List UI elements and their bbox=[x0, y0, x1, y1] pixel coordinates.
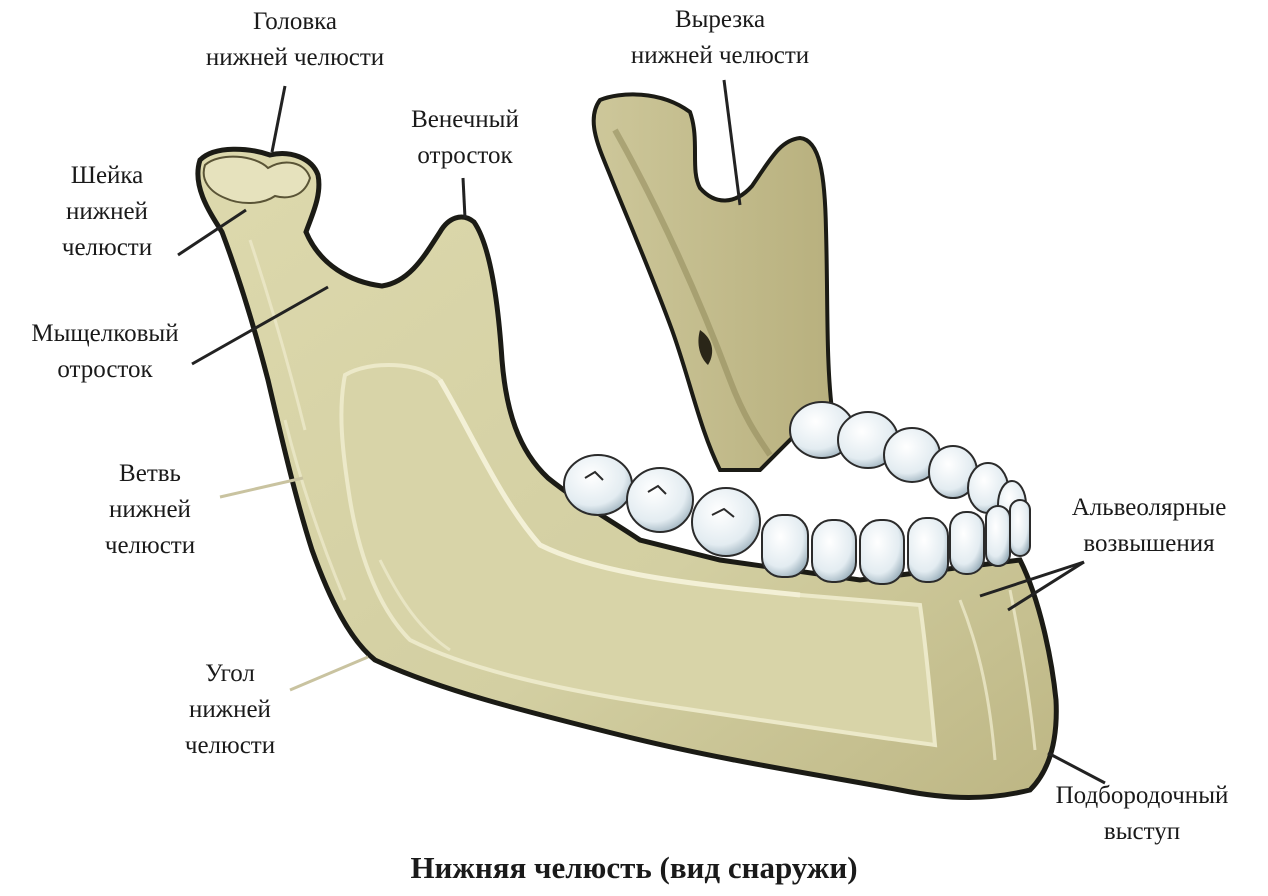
label-alveolar: Альвеолярные возвышения bbox=[1040, 490, 1258, 562]
label-neck-line2: нижней bbox=[42, 194, 172, 230]
leader-angle bbox=[290, 657, 368, 690]
label-head-line2: нижней челюсти bbox=[175, 40, 415, 76]
label-alveolar-line1: Альвеолярные bbox=[1040, 490, 1258, 526]
label-notch-line2: нижней челюсти bbox=[595, 38, 845, 74]
label-ramus: Ветвь нижней челюсти bbox=[80, 456, 220, 564]
diagram-caption: Нижняя челюсть (вид снаружи) bbox=[0, 848, 1268, 888]
label-coronoid: Венечный отросток bbox=[385, 102, 545, 174]
label-head-line1: Головка bbox=[175, 4, 415, 40]
label-neck: Шейка нижней челюсти bbox=[42, 158, 172, 266]
label-alveolar-line2: возвышения bbox=[1040, 526, 1258, 562]
leader-head bbox=[272, 86, 285, 152]
label-condylar-line2: отросток bbox=[10, 352, 200, 388]
leader-ramus bbox=[220, 478, 303, 497]
label-mental: Подбородочный выступ bbox=[1022, 778, 1262, 850]
label-neck-line1: Шейка bbox=[42, 158, 172, 194]
label-ramus-line2: нижней bbox=[80, 492, 220, 528]
label-neck-line3: челюсти bbox=[42, 230, 172, 266]
leader-coronoid bbox=[463, 178, 465, 218]
condyle-head bbox=[204, 157, 310, 203]
label-angle-line3: челюсти bbox=[160, 728, 300, 764]
label-ramus-line3: челюсти bbox=[80, 528, 220, 564]
label-coronoid-line2: отросток bbox=[385, 138, 545, 174]
label-angle-line2: нижней bbox=[160, 692, 300, 728]
label-notch-line1: Вырезка bbox=[595, 2, 845, 38]
label-angle: Угол нижней челюсти bbox=[160, 656, 300, 764]
label-condylar: Мыщелковый отросток bbox=[10, 316, 200, 388]
label-notch: Вырезка нижней челюсти bbox=[595, 2, 845, 74]
label-condylar-line1: Мыщелковый bbox=[10, 316, 200, 352]
label-mental-line2: выступ bbox=[1022, 814, 1262, 850]
label-angle-line1: Угол bbox=[160, 656, 300, 692]
leader-notch bbox=[724, 80, 740, 205]
label-mental-line1: Подбородочный bbox=[1022, 778, 1262, 814]
label-coronoid-line1: Венечный bbox=[385, 102, 545, 138]
label-ramus-line1: Ветвь bbox=[80, 456, 220, 492]
label-head: Головка нижней челюсти bbox=[175, 4, 415, 76]
